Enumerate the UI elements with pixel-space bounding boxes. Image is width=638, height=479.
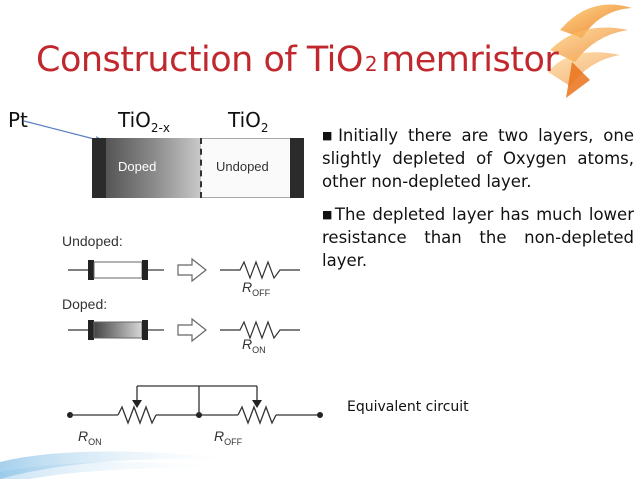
r-on-label: RON xyxy=(242,336,266,355)
undoped-label: Undoped xyxy=(216,159,269,174)
corner-swoosh-icon xyxy=(0,451,250,479)
doped-label: Doped xyxy=(118,159,157,174)
undoped-region xyxy=(202,138,292,198)
label-tio2x: TiO2-x xyxy=(118,108,170,135)
doped-region xyxy=(106,138,201,198)
bullet-item: ■Initially there are two layers, one sli… xyxy=(322,126,634,191)
equivalent-circuit xyxy=(67,385,323,425)
label-pt: Pt xyxy=(8,108,28,132)
pt-electrode-left xyxy=(92,138,106,198)
fig-undoped-label: Undoped: xyxy=(62,233,123,249)
bullet-item: ■The depleted layer has much lower resis… xyxy=(322,205,634,270)
r-off-label: ROFF xyxy=(242,279,271,298)
eq-r-off-label: ROFF xyxy=(214,428,243,447)
label-tio2: TiO2 xyxy=(228,108,269,135)
circuit-caption: Equivalent circuit xyxy=(347,399,469,415)
logo-swirl-icon xyxy=(548,4,632,98)
layer-divider xyxy=(200,138,202,198)
eq-r-on-label: RON xyxy=(78,428,102,447)
state-figure xyxy=(68,257,300,343)
device-diagram: Doped Undoped xyxy=(92,138,304,198)
fig-doped-label: Doped: xyxy=(62,296,108,312)
bullet-list: ■Initially there are two layers, one sli… xyxy=(322,124,634,282)
pt-electrode-right xyxy=(290,138,304,198)
